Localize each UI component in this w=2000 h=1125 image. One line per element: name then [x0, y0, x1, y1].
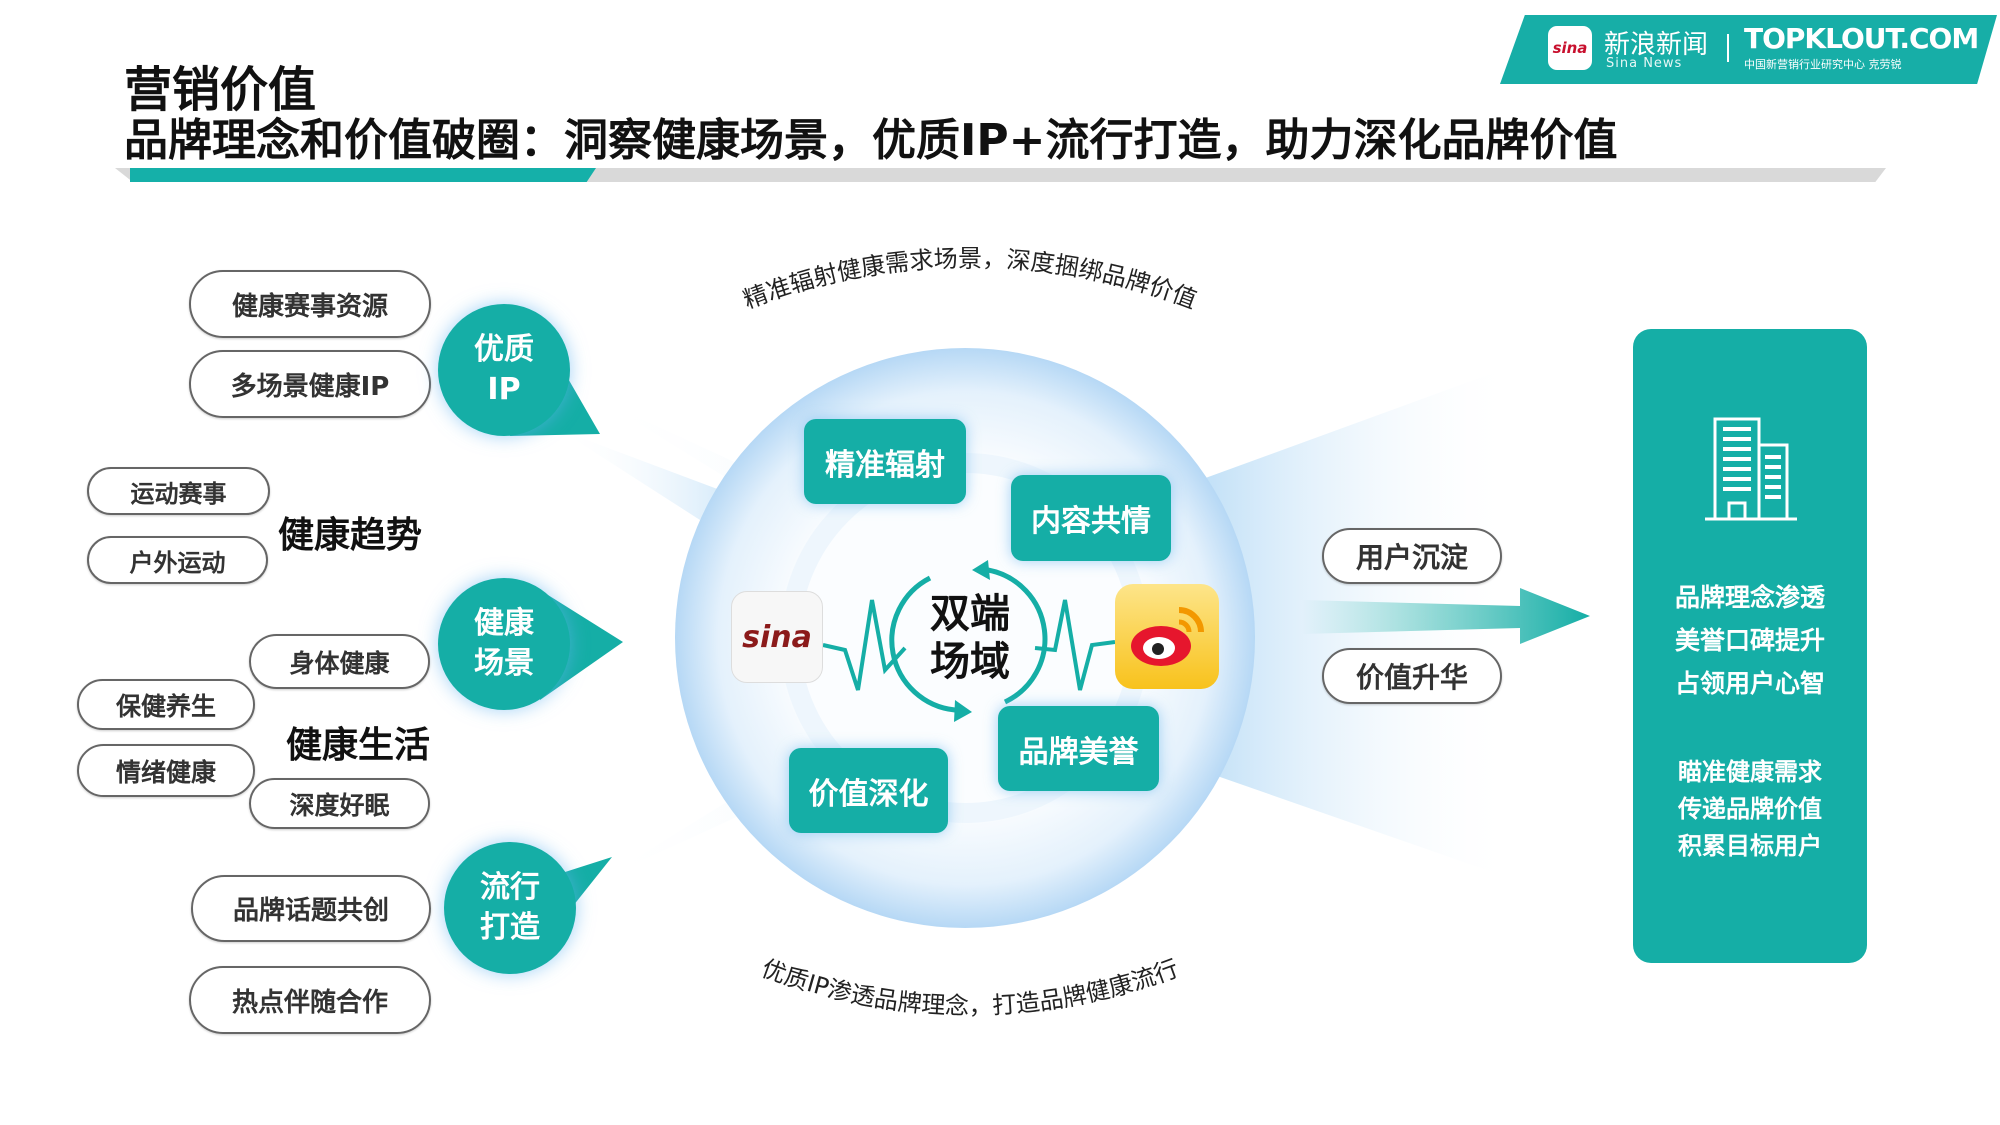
- sina-logo-icon: sina: [731, 591, 823, 683]
- title-underline-accent: [130, 168, 596, 182]
- pill-ip-item: 健康赛事资源: [189, 270, 431, 338]
- bubble-trend-making: 流行打造: [444, 842, 576, 974]
- group-label-health-trend: 健康趋势: [278, 515, 423, 556]
- box-value-deepening: 价值深化: [789, 748, 948, 833]
- building-icon: [1705, 417, 1797, 521]
- pill-life-item: 保健养生: [77, 679, 255, 730]
- pulse-line-left: [822, 599, 907, 691]
- bubble-health-scene: 健康场景: [438, 578, 570, 710]
- sina-news-en: Sina News: [1606, 56, 1683, 71]
- box-precise-reach: 精准辐射: [804, 419, 966, 504]
- box-brand-reputation: 品牌美誉: [998, 706, 1159, 791]
- cycle-arrow-left: [889, 575, 956, 713]
- panel-group-2: 瞄准健康需求传递品牌价值积累目标用户: [1678, 758, 1822, 860]
- core-label: 双端场域: [930, 591, 1010, 685]
- pill-pop-item: 热点伴随合作: [189, 966, 431, 1034]
- pill-ip-item: 多场景健康IP: [189, 350, 431, 418]
- cycle-arrowhead-left: [954, 700, 972, 722]
- page-title: 营销价值: [124, 62, 317, 118]
- panel-group-1: 品牌理念渗透美誉口碑提升占领用户心智: [1674, 583, 1825, 698]
- pulse-line-right: [1034, 599, 1116, 691]
- pill-trend-item: 户外运动: [87, 536, 268, 584]
- sina-news-cn: 新浪新闻: [1604, 30, 1709, 60]
- left-wedge-top: [560, 430, 720, 520]
- box-content-empathy: 内容共情: [1011, 475, 1171, 561]
- weibo-logo-icon: [1115, 584, 1219, 689]
- cycle-arrowhead-right: [972, 560, 990, 580]
- pill-trend-item: 运动赛事: [87, 467, 270, 515]
- pill-life-item: 情绪健康: [77, 744, 255, 797]
- banner-divider: [1727, 34, 1729, 62]
- top-arc-caption: 精准辐射健康需求场景，深度捆绑品牌价值: [740, 245, 1201, 315]
- pill-user-retention: 用户沉淀: [1322, 528, 1502, 584]
- pill-value-upgrade: 价值升华: [1322, 648, 1502, 704]
- pill-life-item: 身体健康: [249, 634, 430, 689]
- sina-news-logo-icon: sina: [1548, 26, 1592, 70]
- topklout-subtitle: 中国新营销行业研究中心 克劳锐: [1744, 58, 1902, 71]
- cycle-arrow-right: [987, 567, 1048, 705]
- pill-life-item: 深度好眠: [249, 778, 430, 829]
- group-label-health-life: 健康生活: [286, 725, 431, 766]
- outcome-panel: [1633, 329, 1867, 963]
- topklout-logo: TOPKLOUT.COM: [1744, 22, 1979, 55]
- page-subtitle: 品牌理念和价值破圈：洞察健康场景，优质IP+流行打造，助力深化品牌价值: [124, 115, 1618, 166]
- flow-arrow: [1302, 588, 1590, 644]
- bottom-arc-caption: 优质IP渗透品牌理念，打造品牌健康流行: [758, 954, 1182, 1020]
- pill-pop-item: 品牌话题共创: [191, 875, 431, 942]
